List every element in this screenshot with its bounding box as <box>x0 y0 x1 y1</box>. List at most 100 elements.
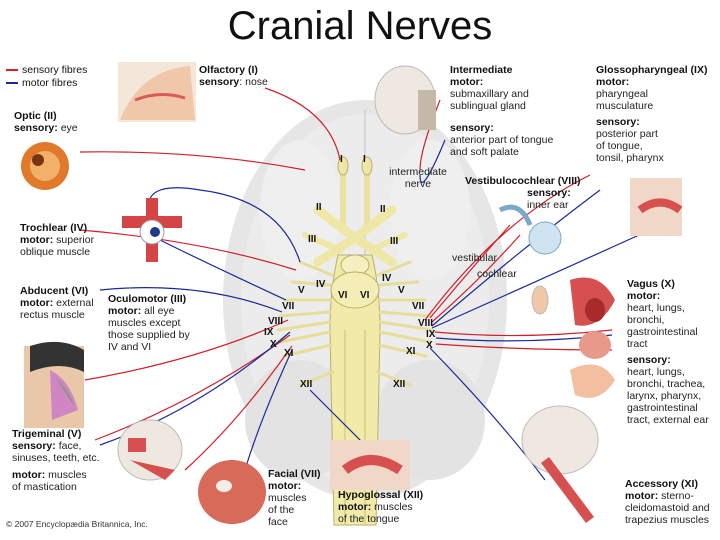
accessory-line2: cleidomastoid and <box>625 502 710 514</box>
numeral-IX-left: IX <box>264 327 274 338</box>
thumb-face-profile <box>24 341 84 428</box>
hypoglossal-name: Hypoglossal (XII) <box>338 489 424 501</box>
glossopharyngeal-line2: pharyngeal <box>596 88 648 100</box>
facial-motor-key: motor: <box>268 480 302 492</box>
numeral-III-right: III <box>390 236 399 247</box>
label-optic: Optic (II) sensory: eye <box>14 110 78 134</box>
glossopharyngeal-line3: musculature <box>596 100 654 112</box>
numeral-I-right: I <box>363 154 366 165</box>
label-intermediate: Intermediate motor: submaxillary and sub… <box>450 64 553 158</box>
vagus-line5: tract <box>627 338 648 350</box>
abducent-motor-key: motor: <box>20 297 54 309</box>
label-accessory: Accessory (XI) motor: sterno- cleidomast… <box>625 478 710 526</box>
numeral-V-left: V <box>298 285 305 296</box>
vagus-line7: heart, lungs, <box>627 366 685 378</box>
accessory-line3: trapezius muscles <box>625 514 710 526</box>
glossopharyngeal-motor-key: motor: <box>596 76 630 88</box>
numeral-X-right: X <box>426 340 433 351</box>
numeral-XI-left: XI <box>284 348 294 359</box>
intermediate-line2: submaxillary and <box>450 88 529 100</box>
numeral-VIII-right: VIII <box>418 318 434 329</box>
label-vagus: Vagus (X) motor: heart, lungs, bronchi, … <box>627 278 709 426</box>
thumb-inner-ear <box>498 204 562 255</box>
numeral-X-left: X <box>270 339 277 350</box>
label-trochlear: Trochlear (IV) motor: superior oblique m… <box>20 222 94 258</box>
vagus-sensory-key: sensory: <box>627 354 671 366</box>
vagus-line9: larynx, pharynx, <box>627 390 702 402</box>
vagus-line3: bronchi, <box>627 314 665 326</box>
trigeminal-motor-value: muscles <box>45 469 87 481</box>
thumb-neck <box>521 405 599 523</box>
intermediate-nerve-line2: nerve <box>404 178 432 190</box>
oculomotor-motor-key: motor: <box>108 305 142 317</box>
facial-line2: muscles <box>268 492 307 504</box>
thumb-skull-intermediate <box>374 65 436 135</box>
label-hypoglossal: Hypoglossal (XII) motor: muscles of the … <box>338 489 423 525</box>
numeral-V-right: V <box>398 285 405 296</box>
thumb-facial-muscles <box>198 460 266 524</box>
optic-name: Optic (II) <box>14 110 57 122</box>
trochlear-motor-value: superior <box>53 234 95 246</box>
vagus-line11: tract, external ear <box>627 414 709 426</box>
label-olfactory: Olfactory (I) sensory: nose <box>199 64 268 88</box>
label-abducent: Abducent (VI) motor: external rectus mus… <box>20 285 94 321</box>
oculomotor-name: Oculomotor (III) <box>108 293 187 305</box>
numeral-IV-left: IV <box>316 279 326 290</box>
vestibulocochlear-sensory-key: sensory: <box>527 187 571 199</box>
motor-fibre-lines <box>99 139 651 481</box>
glossopharyngeal-name: Glossopharyngeal (IX) <box>596 64 708 76</box>
motor-swatch <box>6 82 18 85</box>
vagus-line4: gastrointestinal <box>627 326 698 338</box>
glossopharyngeal-sensory-key: sensory: <box>596 116 640 128</box>
oculomotor-motor-value: all eye <box>141 305 175 317</box>
thumb-tongue <box>330 440 410 490</box>
trochlear-line2: oblique muscle <box>20 246 91 258</box>
oculomotor-line4: IV and VI <box>108 341 152 353</box>
numeral-XII-right: XII <box>393 379 406 390</box>
vagus-line10: gastrointestinal <box>627 402 698 414</box>
numeral-VI-left: VI <box>338 290 348 301</box>
numeral-VIII-left: VIII <box>268 316 284 327</box>
numeral-II-left: II <box>316 202 322 213</box>
abducent-line2: rectus muscle <box>20 309 85 321</box>
optic-sensory-key: sensory: <box>14 122 58 134</box>
trigeminal-line4: of mastication <box>12 481 77 493</box>
glossopharyngeal-line6: of tongue, <box>596 140 643 152</box>
accessory-motor-key: motor: <box>625 490 659 502</box>
legend-sensory-label: sensory fibres <box>22 64 88 76</box>
abducent-motor-value: external <box>53 297 94 309</box>
accessory-name: Accessory (XI) <box>625 478 698 490</box>
thumb-throat <box>630 178 683 236</box>
trigeminal-motor-key: motor: <box>12 469 46 481</box>
vestibulocochlear-name: Vestibulocochlear (VIII) <box>465 175 581 187</box>
intermediate-motor-key: motor: <box>450 76 484 88</box>
optic-sensory-value: eye <box>57 122 78 134</box>
label-intermediate-nerve: intermediate nerve <box>388 166 448 190</box>
legend-item-motor: motor fibres <box>6 77 87 90</box>
numeral-IV-right: IV <box>382 273 392 284</box>
numeral-III-left: III <box>308 234 317 245</box>
abducent-name: Abducent (VI) <box>20 285 89 297</box>
vagus-line8: bronchi, trachea, <box>627 378 706 390</box>
intermediate-line5: anterior part of tongue <box>450 134 554 146</box>
olfactory-sensory-value: : nose <box>239 76 268 88</box>
hypoglossal-motor-value: muscles <box>371 501 413 513</box>
intermediate-sensory-key: sensory: <box>450 122 494 134</box>
label-vestibular: vestibular <box>452 252 497 264</box>
facial-name: Facial (VII) <box>268 468 321 480</box>
copyright-text: © 2007 Encyclopædia Britannica, Inc. <box>6 519 148 529</box>
vagus-line2: heart, lungs, <box>627 302 685 314</box>
glossopharyngeal-line7: tonsil, pharynx <box>596 152 664 164</box>
numeral-VI-right: VI <box>360 290 370 301</box>
numeral-VII-left: VII <box>282 301 295 312</box>
label-oculomotor: Oculomotor (III) motor: all eye muscles … <box>108 293 190 353</box>
facial-line3: of the <box>268 504 295 516</box>
label-vestibulocochlear: Vestibulocochlear (VIII) sensory: inner … <box>465 175 581 211</box>
numeral-II-right: II <box>380 204 386 215</box>
numeral-VII-right: VII <box>412 301 425 312</box>
legend-item-sensory: sensory fibres <box>6 64 87 77</box>
numeral-IX-right: IX <box>426 329 436 340</box>
numeral-XII-left: XII <box>300 379 313 390</box>
page-title: Cranial Nerves <box>227 4 493 48</box>
